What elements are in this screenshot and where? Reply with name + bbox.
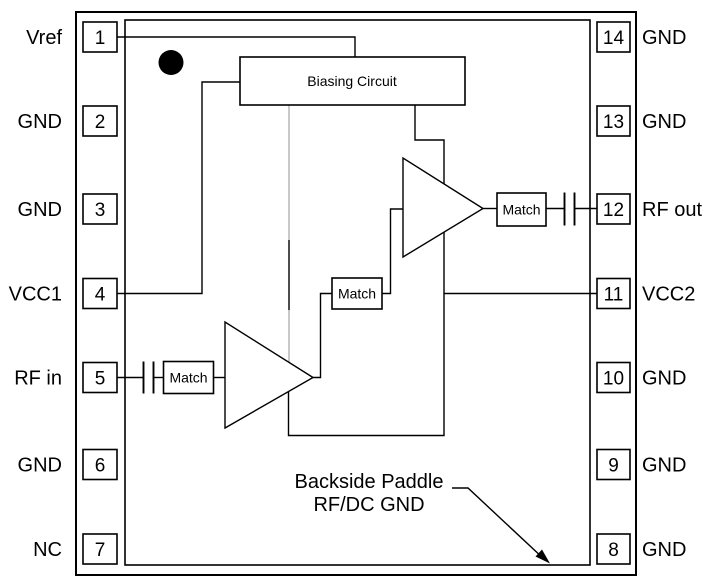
pin-box-12 (596, 193, 631, 225)
pin-box-5 (82, 361, 118, 394)
pin-row-8: 8 GND (596, 533, 686, 565)
pin-label-12: RF out (642, 199, 702, 221)
pin-row-9: 9 GND (596, 448, 686, 481)
pin-number-5: 5 (95, 369, 106, 390)
pin-row-12: 12 RF out (596, 193, 702, 225)
amplifier-stage-1 (224, 320, 315, 430)
pin-row-5: 5 RF in (14, 361, 118, 394)
pin-label-5: RF in (14, 368, 62, 390)
pin-label-14: GND (642, 27, 686, 49)
pin-box-2 (82, 105, 118, 137)
pin-label-2: GND (18, 111, 62, 133)
pin-label-10: GND (642, 368, 686, 390)
input-dc-block-capacitor (142, 361, 155, 394)
pin-number-11: 11 (604, 285, 624, 306)
pin-box-1 (82, 21, 118, 53)
output-dc-block-capacitor (563, 192, 576, 226)
pin-number-2: 2 (95, 112, 106, 133)
paddle-arrowhead (535, 549, 550, 564)
pin-label-6: GND (18, 455, 62, 477)
pin-number-12: 12 (603, 200, 624, 221)
pin-number-6: 6 (95, 456, 106, 477)
amplifier-stage-2 (402, 156, 485, 259)
pin1-orientation-dot (158, 50, 184, 75)
pin-box-13 (596, 105, 631, 137)
biasing-circuit-box (239, 56, 466, 106)
pin-label-3: GND (18, 199, 62, 221)
pin-label-4: VCC1 (9, 284, 62, 306)
pin-label-11: VCC2 (642, 284, 695, 306)
pin-label-9: GND (642, 455, 686, 477)
pin-row-2: 2 GND (18, 105, 118, 137)
pin-box-7 (82, 533, 118, 565)
pin-number-4: 4 (95, 285, 106, 306)
die-outline (124, 19, 591, 566)
vref-pin1-wire (117, 36, 356, 57)
amp1-to-match2-wire (313, 292, 332, 379)
match2-to-amp2-wire (382, 208, 403, 295)
match-box-input (162, 360, 215, 395)
biasing-circuit-label: Biasing Circuit (307, 73, 397, 89)
pin-label-8: GND (642, 539, 686, 561)
match-box-output (496, 192, 547, 227)
pin-box-11 (596, 277, 631, 310)
pin-number-9: 9 (608, 456, 619, 477)
pin-row-10: 10 GND (596, 361, 686, 394)
pin-box-14 (596, 21, 631, 53)
pin-number-1: 1 (95, 28, 106, 49)
pin-row-6: 6 GND (18, 448, 118, 481)
pin-row-4: 4 VCC1 (9, 277, 118, 310)
pin-number-3: 3 (95, 200, 106, 221)
pin-label-13: GND (642, 111, 686, 133)
pin-box-9 (596, 448, 631, 481)
pin-label-1: Vref (26, 27, 62, 49)
pin-number-10: 10 (603, 369, 624, 390)
pin-box-8 (596, 533, 631, 565)
match-label-output: Match (502, 202, 540, 218)
pin-box-4 (82, 277, 118, 310)
backside-paddle-label-line2: RF/DC GND (313, 494, 424, 516)
paddle-leader-line (452, 487, 545, 560)
pin-row-3: 3 GND (18, 193, 118, 225)
pin-number-8: 8 (608, 540, 619, 561)
pin-number-14: 14 (603, 28, 625, 49)
pin-row-14: 14 GND (596, 21, 686, 53)
vcc1-pin4-wire (117, 81, 240, 295)
pin-box-10 (596, 361, 631, 394)
match-label-input: Match (169, 370, 207, 386)
pin-number-13: 13 (603, 112, 624, 133)
pin-label-7: NC (33, 539, 62, 561)
pin-row-13: 13 GND (596, 105, 686, 137)
pin-box-3 (82, 193, 118, 225)
pin-box-6 (82, 448, 118, 481)
backside-paddle-label-line1: Backside Paddle (295, 471, 444, 493)
bias-feed-line-amp2-and-return-loop (287, 105, 445, 437)
pin-row-7: 7 NC (33, 533, 118, 565)
match-box-interstage (331, 277, 383, 310)
match-label-interstage: Match (338, 286, 376, 302)
pin-row-11: 11 VCC2 (596, 277, 695, 310)
package-outline (75, 11, 637, 576)
pin-number-7: 7 (95, 540, 106, 561)
pin-row-1: 1 Vref (26, 21, 118, 53)
